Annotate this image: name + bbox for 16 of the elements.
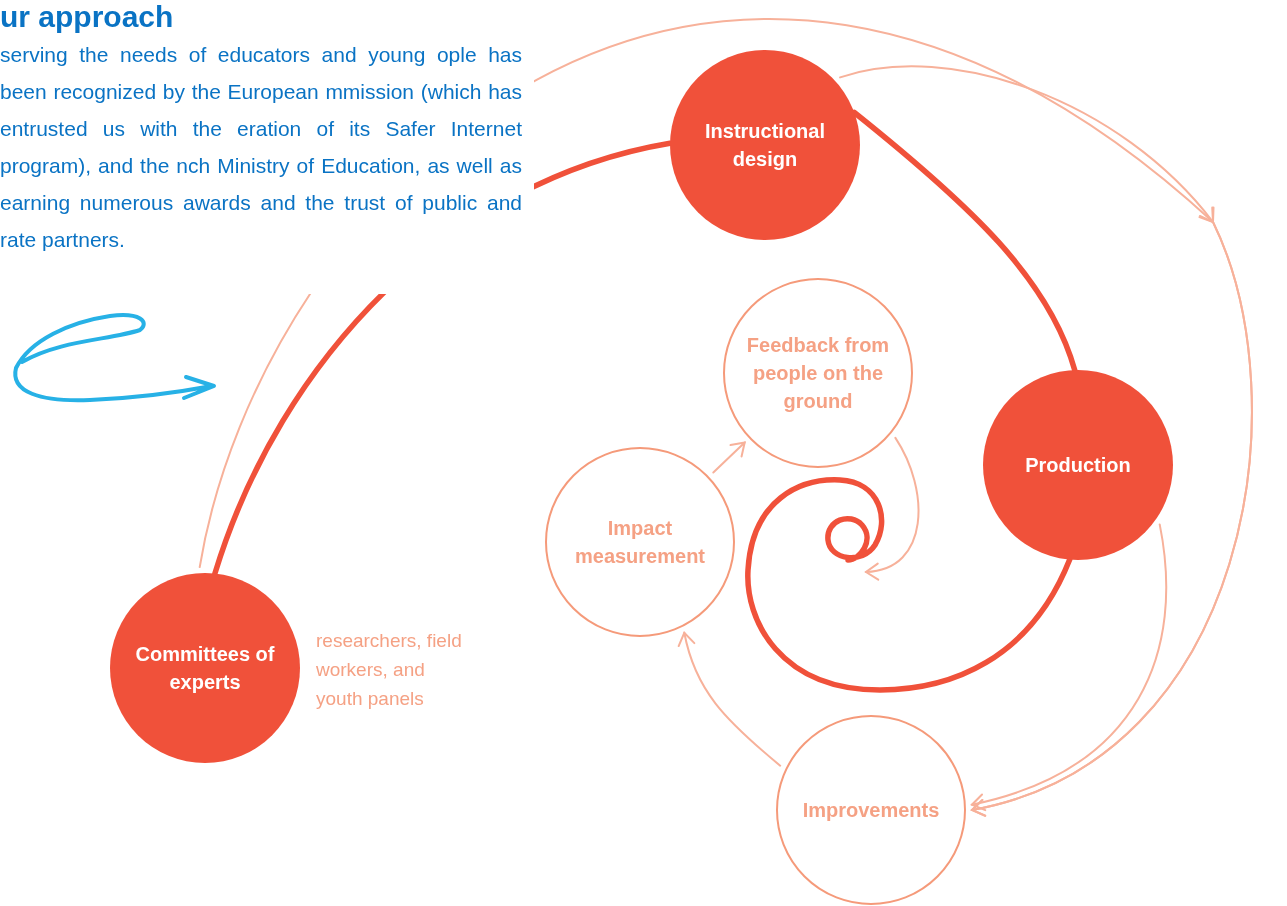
outlined-circle: [545, 447, 735, 637]
arrow: [970, 523, 1168, 811]
node-caption: researchers, field workers, and youth panels: [316, 629, 463, 711]
arrow: [712, 441, 746, 474]
node-label: Improvements: [801, 798, 941, 823]
arrow: [865, 436, 920, 580]
connector-line: [745, 477, 1073, 693]
node-label: Feedback from people on the ground: [745, 333, 891, 414]
outlined-circle: [723, 278, 913, 468]
outlined-circle: [776, 715, 966, 905]
node-label: Instructional design: [704, 119, 826, 172]
arrow: [839, 65, 1253, 817]
node-label: Impact measurement: [573, 516, 707, 569]
arrow: [678, 631, 782, 767]
node-label: Production: [1024, 453, 1132, 478]
node-label: Committees of experts: [134, 642, 276, 695]
